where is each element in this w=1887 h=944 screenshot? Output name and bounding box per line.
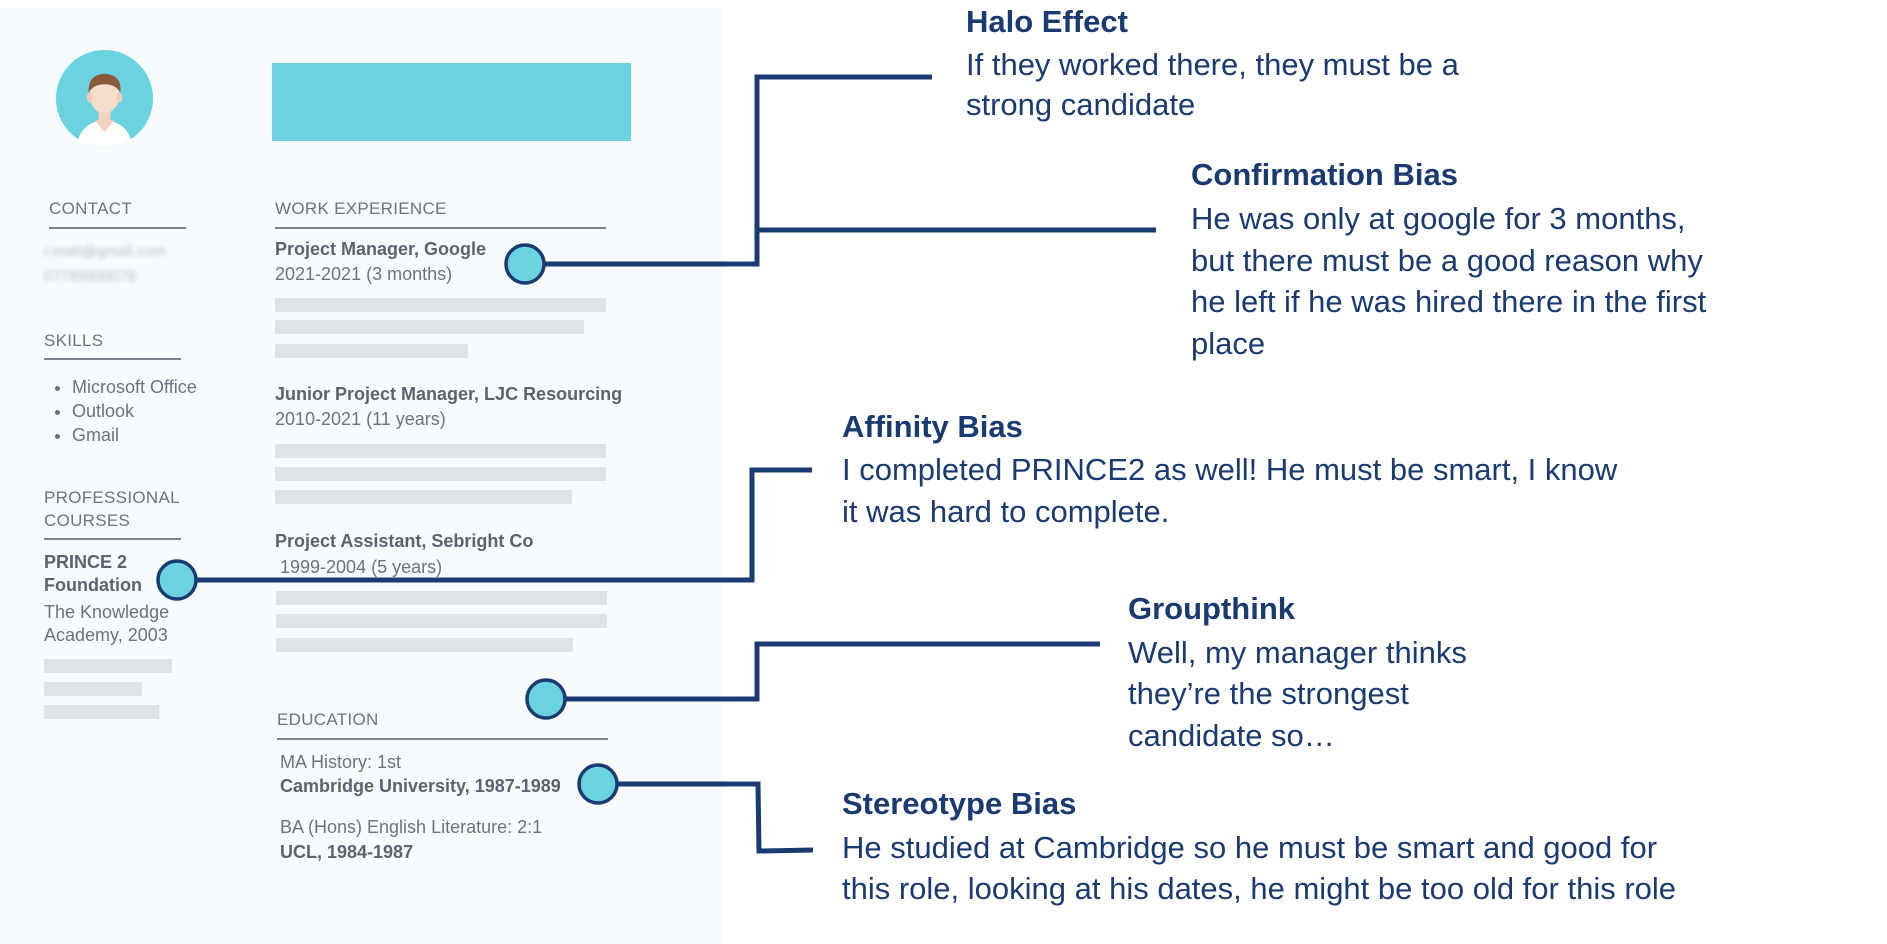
placeholder-line	[275, 444, 606, 458]
affinity-line1: I completed PRINCE2 as well! He must be …	[842, 452, 1618, 487]
contact-email: r.matt@gmail.com	[44, 243, 166, 260]
education-degree: BA (Hons) English Literature: 2:1	[280, 817, 543, 837]
confirmation-title: Confirmation Bias	[1191, 157, 1458, 192]
placeholder-line	[275, 320, 584, 334]
placeholder-line	[276, 638, 573, 652]
placeholder-line	[44, 659, 172, 673]
skill-item: Gmail	[72, 423, 197, 447]
stereotype-line2: this role, looking at his dates, he migh…	[842, 871, 1677, 906]
work-divider	[275, 227, 606, 229]
connector-halo-confirmation	[532, 74, 932, 267]
affinity-line2: it was hard to complete.	[842, 494, 1170, 529]
avatar-icon	[55, 49, 154, 148]
courses-heading-line2: COURSES	[44, 511, 131, 530]
marker-cambridge	[577, 763, 619, 805]
marker-prince2-course	[156, 559, 198, 601]
placeholder-line	[275, 467, 606, 481]
placeholder-line	[44, 705, 159, 719]
courses-divider	[44, 538, 181, 540]
placeholder-line	[44, 682, 142, 696]
confirmation-line2: but there must be a good reason why	[1191, 243, 1703, 278]
skill-item: Microsoft Office	[72, 375, 197, 399]
contact-phone: 07789900078	[44, 268, 136, 285]
stereotype-line1: He studied at Cambridge so he must be sm…	[842, 830, 1658, 865]
groupthink-line2: they’re the strongest	[1128, 676, 1409, 711]
connector-groupthink	[555, 641, 1100, 702]
stereotype-title: Stereotype Bias	[842, 786, 1077, 821]
groupthink-title: Groupthink	[1128, 591, 1296, 626]
job-dates: 2010-2021 (11 years)	[275, 409, 446, 429]
confirmation-line4: place	[1191, 326, 1266, 361]
placeholder-line	[276, 614, 607, 628]
job-dates: 1999-2004 (5 years)	[280, 557, 443, 577]
connector-affinity	[182, 467, 812, 583]
education-school: Cambridge University, 1987-1989	[280, 776, 561, 796]
groupthink-line3: candidate so…	[1128, 718, 1335, 753]
skill-item: Outlook	[72, 399, 197, 423]
placeholder-line	[275, 344, 468, 358]
courses-heading-line1: PROFESSIONAL	[44, 488, 180, 507]
job-title: Junior Project Manager, LJC Resourcing	[275, 384, 623, 404]
skills-divider	[44, 358, 181, 360]
skills-list: Microsoft Office Outlook Gmail	[44, 375, 197, 447]
contact-divider	[49, 227, 186, 229]
education-heading: EDUCATION	[277, 710, 379, 729]
placeholder-line	[276, 591, 607, 605]
work-heading: WORK EXPERIENCE	[275, 199, 447, 218]
confirmation-line1: He was only at google for 3 months,	[1191, 201, 1686, 236]
job-title: Project Manager, Google	[275, 239, 487, 259]
education-degree: MA History: 1st	[280, 752, 402, 772]
marker-groupthink	[525, 678, 567, 720]
halo-line2: strong candidate	[966, 87, 1196, 122]
contact-heading: CONTACT	[49, 199, 132, 218]
course-name-line2: Foundation	[44, 575, 142, 595]
halo-line1: If they worked there, they must be a	[966, 47, 1459, 82]
education-school: UCL, 1984-1987	[280, 842, 414, 862]
affinity-title: Affinity Bias	[842, 409, 1023, 444]
halo-title: Halo Effect	[966, 4, 1128, 39]
course-provider-line1: The Knowledge	[44, 602, 170, 622]
job-title: Project Assistant, Sebright Co	[275, 531, 534, 551]
education-divider	[277, 738, 608, 740]
marker-google-job	[504, 243, 546, 285]
groupthink-line1: Well, my manager thinks	[1128, 635, 1467, 670]
confirmation-line3: he left if he was hired there in the fir…	[1191, 284, 1707, 319]
course-name-line1: PRINCE 2	[44, 552, 128, 572]
name-banner	[272, 63, 631, 141]
placeholder-line	[275, 298, 606, 312]
connector-stereotype	[604, 781, 814, 854]
course-provider-line2: Academy, 2003	[44, 625, 168, 645]
placeholder-line	[275, 490, 572, 504]
job-dates: 2021-2021 (3 months)	[275, 264, 453, 284]
skills-heading: SKILLS	[44, 331, 104, 350]
